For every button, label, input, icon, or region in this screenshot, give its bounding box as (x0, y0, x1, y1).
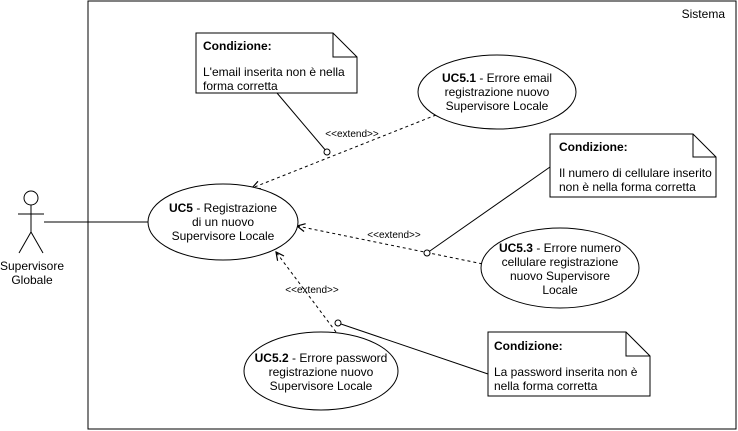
note-connector-phone (426, 166, 551, 254)
note-email-line1: L'email inserita non è nella (203, 65, 345, 79)
actor-name-line1: Supervisore (0, 259, 64, 273)
note-connector-email (276, 92, 328, 153)
uc5-1-line3: Supervisore Locale (446, 99, 549, 113)
uc5-line2: di un nuovo (192, 215, 254, 229)
uc5-1-id: UC5.1 (442, 71, 476, 85)
uc5-2-line1: - Errore password (289, 351, 388, 365)
svg-text:UC5.1 - Errore email: UC5.1 - Errore email (442, 71, 552, 85)
note-phone: Condizione: Il numero di cellulare inser… (549, 133, 717, 198)
extend-uc5-1: <<extend>> (252, 114, 437, 188)
extend-uc5-3: <<extend>> (297, 226, 489, 266)
uc5-3-id: UC5.3 (499, 241, 533, 255)
note-password-line2: nella forma corretta (494, 379, 598, 393)
uc5-line3: Supervisore Locale (172, 229, 275, 243)
uc5-2-line2: registrazione nuovo (269, 365, 374, 379)
note-password: Condizione: La password inserita non è n… (487, 331, 651, 397)
uc5-1-line1: - Errore email (476, 71, 552, 85)
use-case-uc5-3[interactable]: UC5.3 - Errore numero cellulare registra… (480, 227, 640, 309)
extend-label-1: <<extend>> (325, 129, 379, 140)
use-case-uc5-2[interactable]: UC5.2 - Errore password registrazione nu… (243, 331, 399, 411)
note-email: Condizione: L'email inserita non è nella… (195, 32, 358, 94)
uc5-3-line3: nuovo Supervisore (510, 269, 610, 283)
uc5-2-line3: Supervisore Locale (270, 379, 373, 393)
use-case-uc5-1[interactable]: UC5.1 - Errore email registrazione nuovo… (417, 54, 577, 130)
system-label: Sistema (682, 7, 726, 21)
actor-name-line2: Globale (11, 273, 53, 287)
note-password-title: Condizione: (494, 339, 563, 353)
note-connector-password (337, 322, 489, 375)
note-phone-title: Condizione: (559, 140, 628, 154)
note-email-line2: forma corretta (203, 79, 278, 93)
use-case-uc5[interactable]: UC5 - Registrazione di un nuovo Supervis… (147, 183, 299, 261)
note-anchor-password (334, 319, 342, 327)
extend-label-3: <<extend>> (367, 230, 421, 241)
actor-supervisore-globale[interactable]: Supervisore Globale (0, 190, 64, 287)
uc5-1-line2: registrazione nuovo (445, 85, 550, 99)
note-anchor-email (323, 148, 331, 156)
svg-text:UC5.2 - Errore password: UC5.2 - Errore password (255, 351, 388, 365)
svg-text:UC5 - Registrazione: UC5 - Registrazione (169, 201, 277, 215)
note-password-line1: La password inserita non è (494, 365, 638, 379)
uc5-2-id: UC5.2 (255, 351, 289, 365)
uc5-3-line2: cellulare registrazione (502, 255, 619, 269)
uc5-line1: - Registrazione (193, 201, 277, 215)
uc5-id: UC5 (169, 201, 193, 215)
note-phone-line1: Il numero di cellulare inserito (559, 166, 712, 180)
note-phone-line2: non è nella forma corretta (559, 180, 696, 194)
extend-label-2: <<extend>> (285, 285, 339, 296)
uc5-3-line1: - Errore numero (533, 241, 621, 255)
note-anchor-phone (423, 249, 431, 257)
svg-text:UC5.3 - Errore numero: UC5.3 - Errore numero (499, 241, 621, 255)
uc5-3-line4: Locale (542, 283, 578, 297)
note-email-title: Condizione: (203, 39, 272, 53)
extend-uc5-2: <<extend>> (276, 252, 339, 333)
